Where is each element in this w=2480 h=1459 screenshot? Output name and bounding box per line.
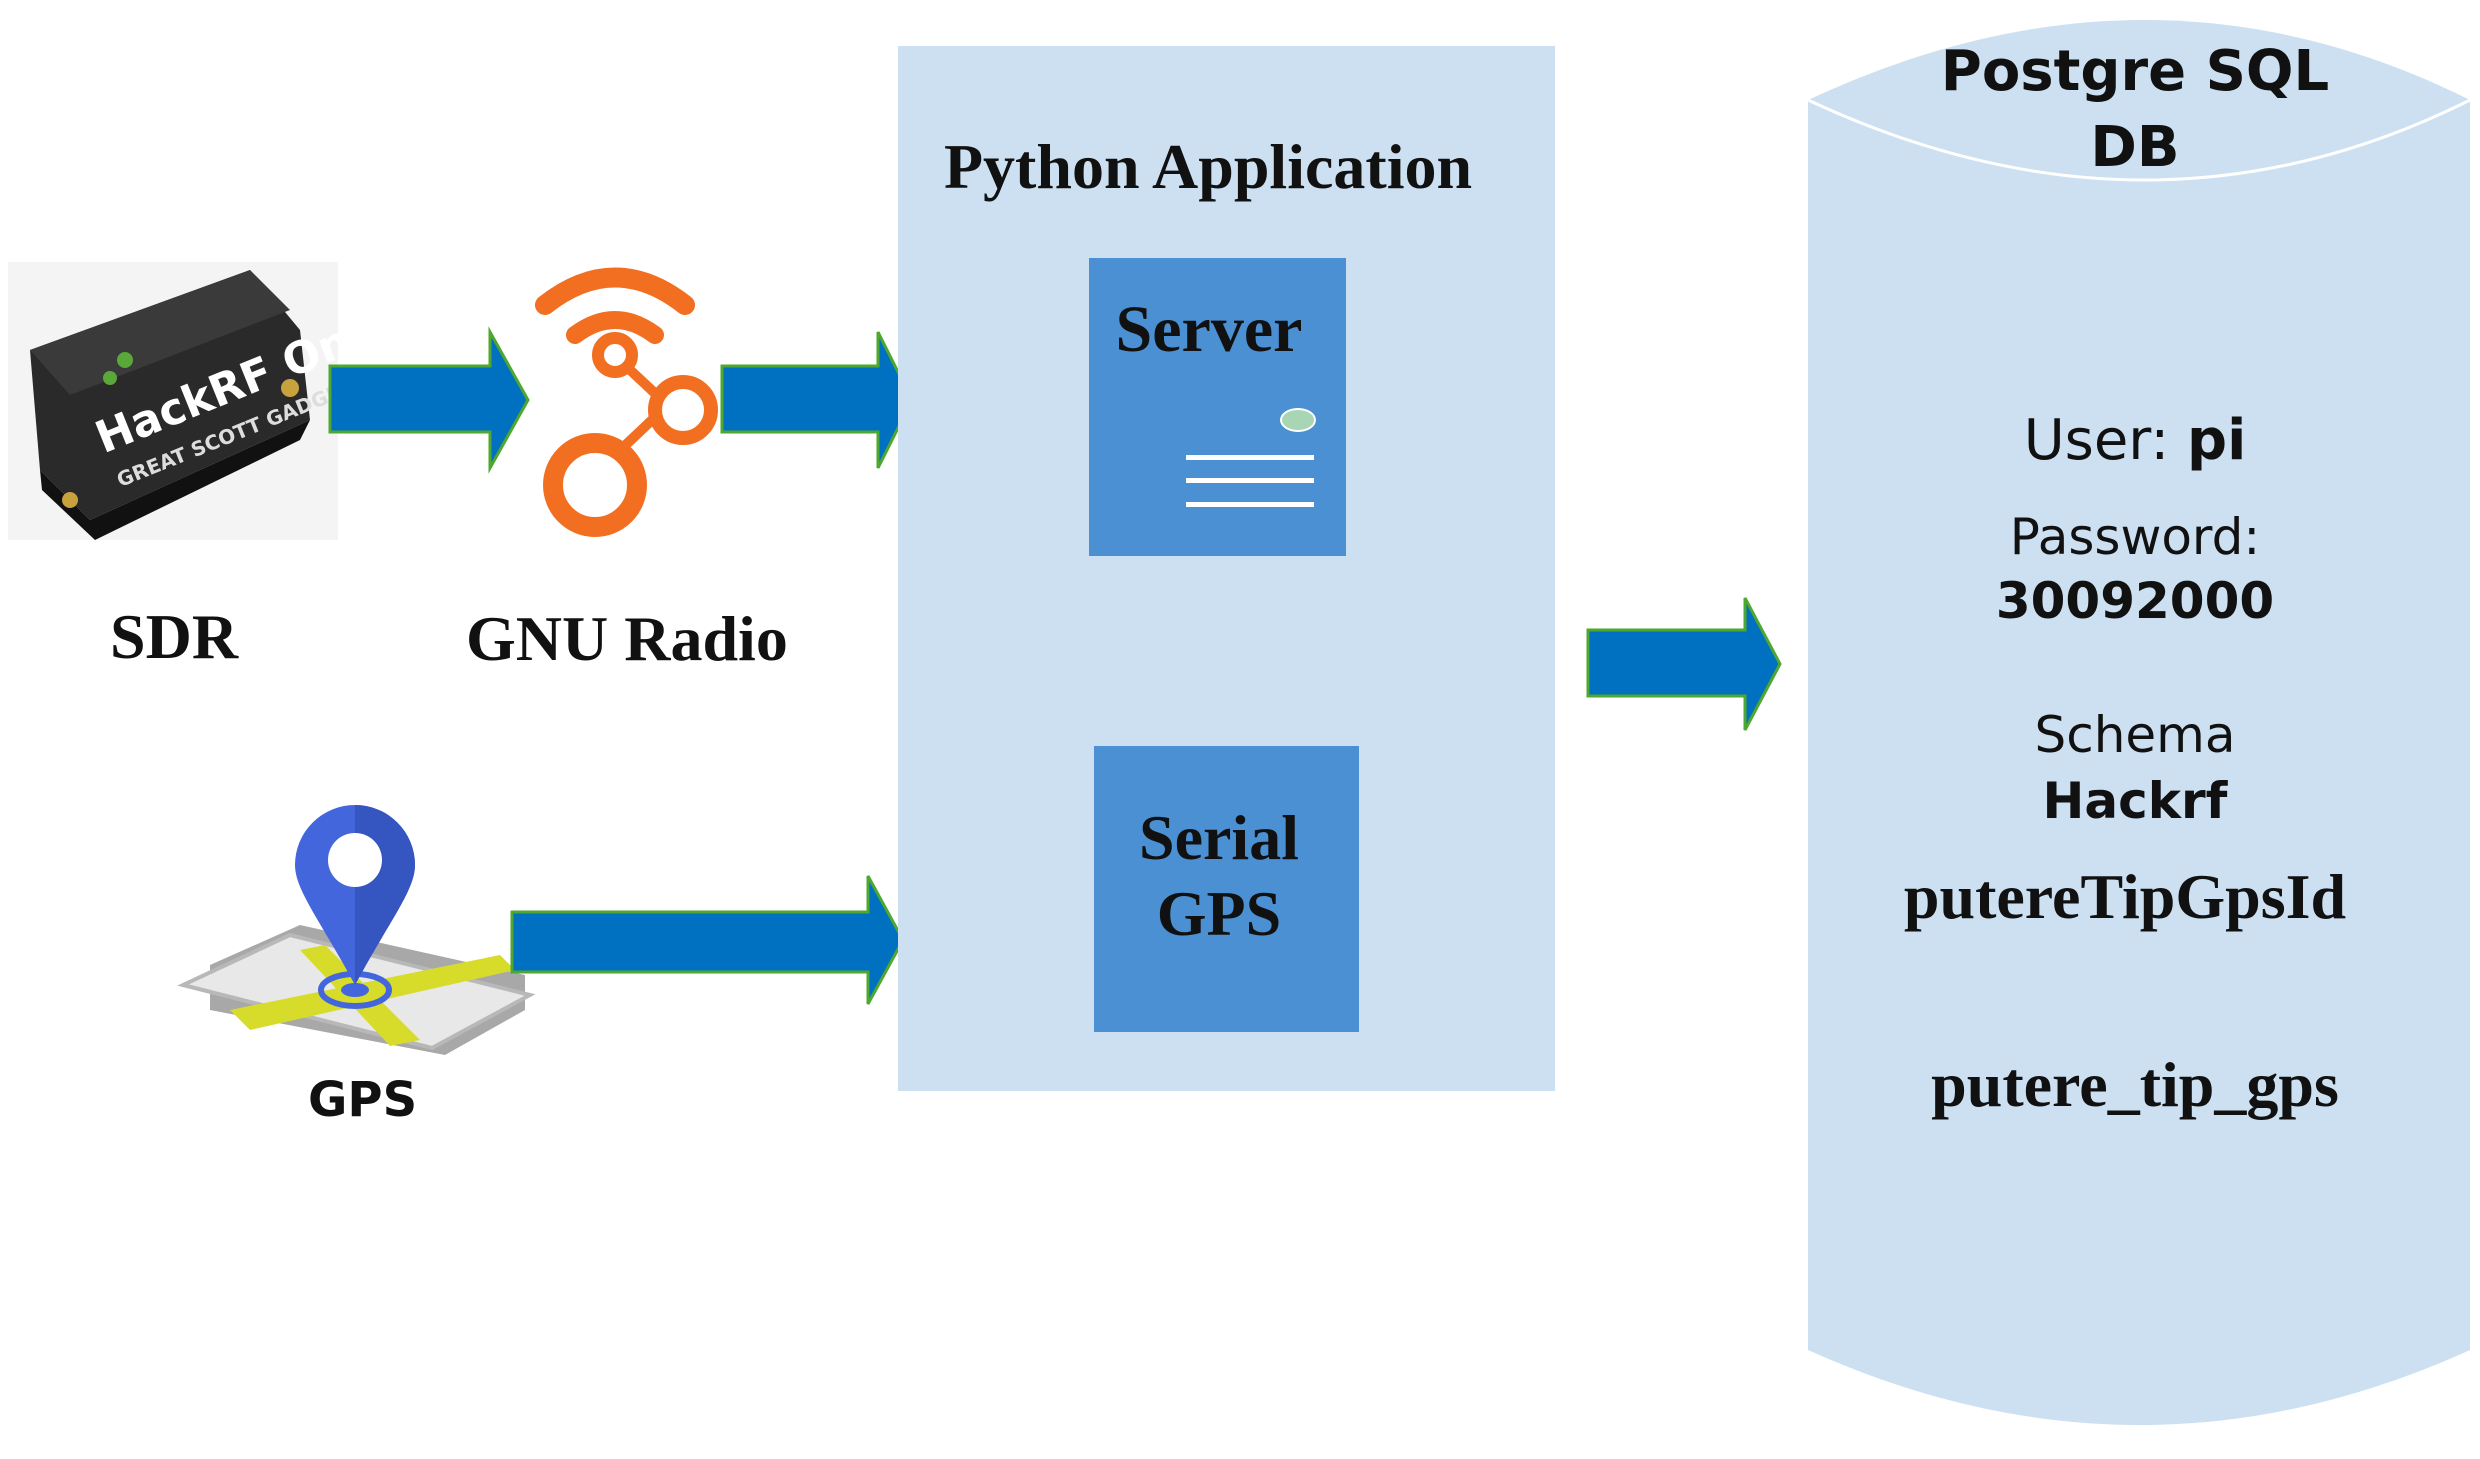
database-table-1: putereTipGpsId <box>1903 861 2347 932</box>
server-icon <box>1280 408 1316 432</box>
database-title-line-1: Postgre SQL <box>1940 39 2330 104</box>
gps-label: GPS <box>308 1072 418 1128</box>
sdr-label: SDR <box>110 601 239 672</box>
database-user-label: User: <box>2023 408 2188 473</box>
serial-gps-label: Serial GPS <box>1094 800 1344 952</box>
arrow-gps-to-python <box>510 875 905 1005</box>
server-line-3 <box>1186 502 1314 507</box>
serial-gps-line-2: GPS <box>1156 878 1282 949</box>
gps-map-pin-icon <box>177 805 536 1055</box>
serial-gps-line-1: Serial <box>1139 802 1299 873</box>
database-title-line-2: DB <box>2090 115 2180 180</box>
database-cylinder <box>1807 20 2471 1425</box>
server-line-2 <box>1186 478 1314 483</box>
database-table-2: putere_tip_gps <box>1931 1049 2339 1120</box>
arrow-python-to-db <box>1586 597 1782 731</box>
database-password-value: 30092000 <box>1995 572 2275 630</box>
arrow-sdr-to-gnuradio <box>328 326 530 474</box>
gnu-radio-icon <box>535 267 718 537</box>
serial-gps-box <box>1094 746 1359 1032</box>
database-schema-value: Hackrf <box>2042 772 2228 830</box>
database-password-label: Password: <box>2009 508 2261 566</box>
arrow-gnuradio-to-python <box>720 331 914 469</box>
server-line-1 <box>1186 455 1314 460</box>
database-schema-label: Schema <box>2034 706 2236 764</box>
database-user-value: pi <box>2187 408 2247 473</box>
database-title: Postgre SQL DB <box>1800 34 2470 186</box>
python-application-title: Python Application <box>943 131 1473 202</box>
server-label: Server <box>1115 293 1303 366</box>
gnu-radio-label: GNU Radio <box>466 603 788 674</box>
database-user: User: pi <box>1800 408 2470 473</box>
